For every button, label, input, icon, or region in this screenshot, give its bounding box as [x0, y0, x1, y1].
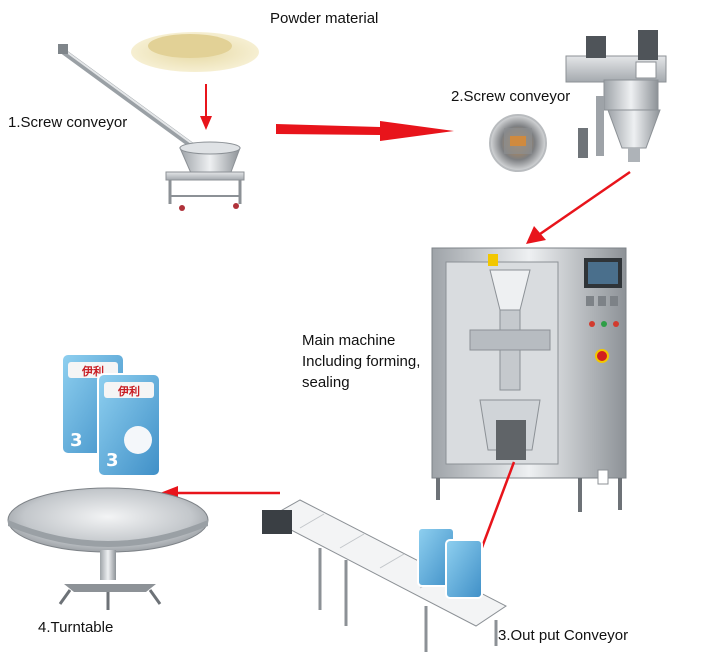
product-package-front: 伊利 3 [97, 373, 161, 477]
package-brand-front: 伊利 [117, 384, 140, 398]
turntable [7, 487, 209, 610]
label-output-conveyor: 3.Out put Conveyor [498, 627, 629, 644]
arrow-to-screw-2 [276, 121, 454, 141]
output-conveyor [262, 499, 507, 652]
powder-pile [131, 32, 259, 72]
package-brand-back: 伊利 [81, 364, 104, 378]
arrow-to-main-machine [526, 170, 631, 244]
label-screw-conveyor-2: 2.Screw conveyor [451, 88, 571, 105]
label-turntable: 4.Turntable [38, 619, 114, 636]
main-packing-machine [431, 247, 627, 512]
label-main-machine-line3: sealing [302, 374, 350, 391]
label-powder-material: Powder material [270, 10, 379, 27]
package-number-front: 3 [106, 450, 119, 471]
label-screw-conveyor-1: 1.Screw conveyor [8, 114, 128, 131]
label-main-machine-line2: Including forming, [302, 353, 421, 370]
label-main-machine-line1: Main machine [302, 332, 396, 349]
arrow-powder-down [200, 84, 212, 130]
screw-conveyor-1 [58, 44, 245, 211]
label-main-machine: Main machine Including forming, sealing [302, 330, 420, 393]
screw-conveyor-2-filler [565, 30, 667, 162]
package-number-back: 3 [70, 430, 83, 451]
screw-detail-lens [489, 114, 547, 172]
